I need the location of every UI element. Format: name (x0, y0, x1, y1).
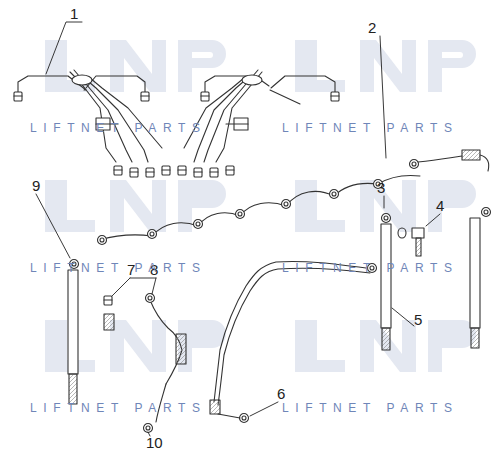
watermark-text: LIFTNET PARTS (282, 122, 459, 134)
return-pipe (98, 150, 491, 348)
callout-number: 1 (70, 6, 78, 21)
watermark-text: LIFTNET PARTS (30, 122, 207, 134)
watermark-text: LIFTNET PARTS (30, 262, 207, 274)
o-ring (398, 228, 406, 238)
callout-number: 5 (414, 312, 422, 327)
hose-5 (381, 214, 391, 351)
watermark-text: LIFTNET PARTS (282, 402, 459, 414)
callout-number: 4 (436, 198, 444, 213)
callout-number: 3 (377, 180, 385, 195)
callout-number: 6 (277, 386, 285, 401)
nut-and-washer (104, 296, 114, 330)
callout-number: 10 (146, 435, 163, 450)
pipe-6 (210, 261, 377, 422)
leader-lines (36, 22, 440, 436)
banjo-bolt (412, 228, 424, 256)
watermark-text: LIFTNET PARTS (30, 402, 207, 414)
callout-number: 2 (368, 20, 376, 35)
watermark-text: LIFTNET PARTS (282, 262, 459, 274)
hose-9 (68, 260, 79, 405)
logo-watermark (45, 40, 476, 372)
callout-number: 9 (32, 178, 40, 193)
